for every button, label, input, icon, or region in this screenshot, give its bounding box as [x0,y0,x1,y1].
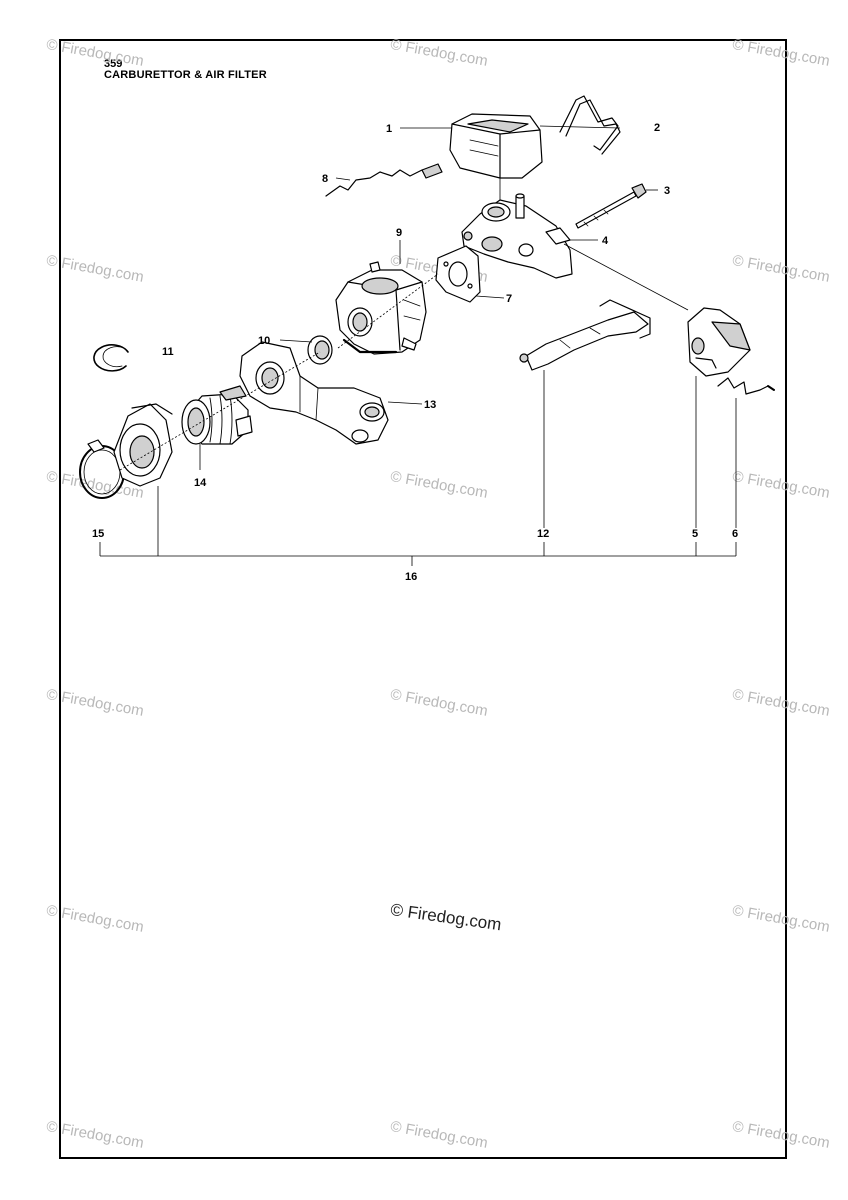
page-frame [59,39,787,1159]
callout-9: 9 [396,227,402,239]
part-sleeve [307,335,333,365]
part-throttle-wire [325,163,443,197]
part-screw [575,183,647,229]
callout-10: 10 [258,335,270,347]
part-choke-lever [687,307,751,377]
diagram-title: CARBURETTOR & AIR FILTER [104,69,267,81]
part-gasket [435,245,481,303]
part-flange [113,403,173,487]
callout-4: 4 [602,235,609,247]
callout-16: 16 [405,571,417,583]
callout-5: 5 [692,528,698,540]
callouts: 1 2 3 4 7 8 9 10 11 13 14 15 12 5 6 16 [92,122,738,583]
part-bracket [461,193,573,279]
callout-11: 11 [162,346,174,358]
part-intake-boot [181,385,253,445]
part-throttle-rod [519,299,651,371]
part-clip-spring [559,95,621,155]
callout-2: 2 [654,122,660,134]
part-air-filter [449,113,543,179]
callout-7: 7 [506,293,512,305]
part-circlip [93,344,129,372]
callout-6: 6 [732,528,738,540]
callout-14: 14 [194,477,207,489]
model-number: 359 [104,58,123,70]
callout-8: 8 [322,173,328,185]
callout-15: 15 [92,528,104,540]
callout-1: 1 [386,123,392,135]
callout-3: 3 [664,185,670,197]
leader-lines [99,125,737,566]
part-carburettor [335,261,427,355]
part-spring [717,377,775,395]
callout-12: 12 [537,528,549,540]
callout-13: 13 [424,399,436,411]
